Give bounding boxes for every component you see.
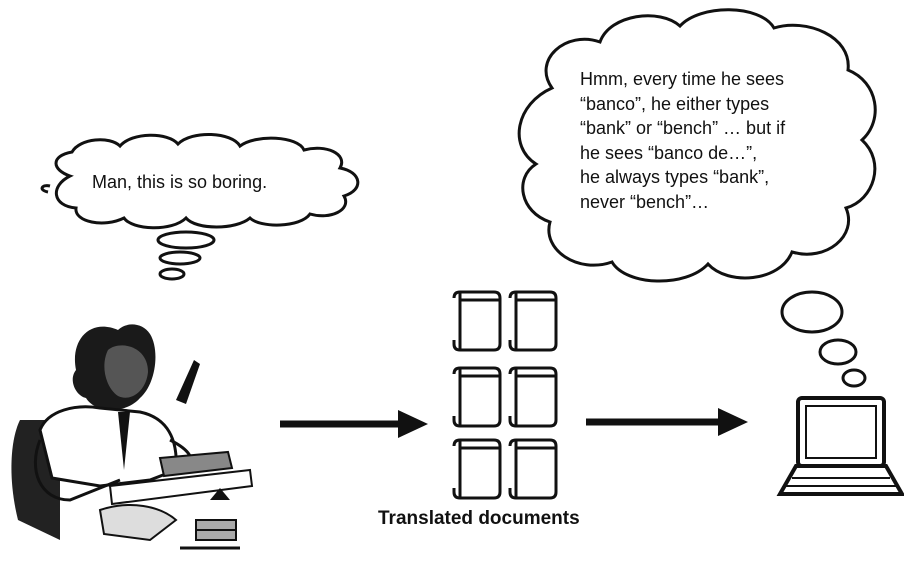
documents-caption: Translated documents — [378, 508, 580, 529]
computer-thought-text: Hmm, every time he sees “banco”, he eith… — [580, 67, 785, 214]
computer-thought-line: Hmm, every time he sees — [580, 69, 785, 89]
computer-thought-line: he always types “bank”, — [580, 167, 770, 187]
computer-thought-line: “banco”, he either types — [580, 93, 770, 114]
translator-thought-text: Man, this is so boring. — [92, 172, 268, 192]
computer-thought-line: never “bench”… — [580, 191, 710, 212]
laptop-icon — [776, 396, 904, 496]
computer-thought-line: he sees “banco de…”, — [580, 142, 758, 163]
arrow-right-icon — [280, 410, 428, 438]
document-scroll-icon — [452, 290, 558, 500]
thought-bubble-icon — [40, 132, 360, 281]
translator-person-icon — [11, 324, 254, 550]
arrow-right-icon — [586, 408, 748, 436]
thought-bubble-icon — [517, 8, 877, 388]
computer-thought-line: “bank” or “bench” … but if — [580, 118, 786, 138]
